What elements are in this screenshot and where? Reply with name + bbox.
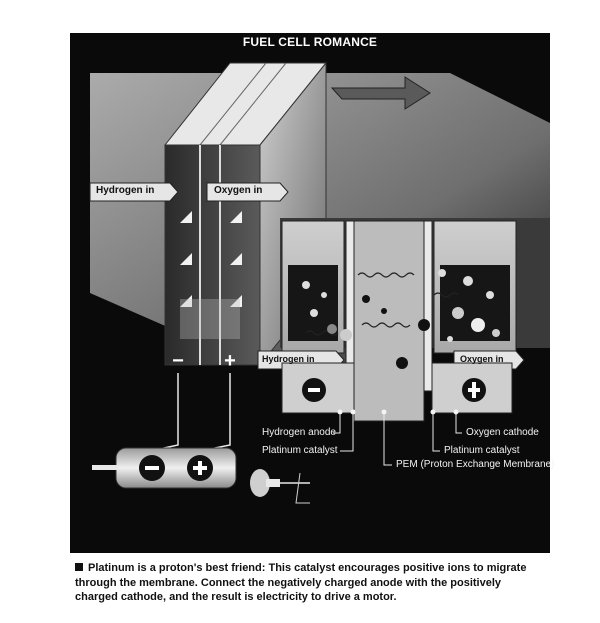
particles bbox=[302, 269, 500, 369]
fuel-cell-illustration: − + bbox=[89, 61, 550, 504]
stack-flow-marks bbox=[180, 211, 242, 307]
output-arrow bbox=[330, 76, 431, 110]
caption-text: Platinum is a proton's best friend: This… bbox=[75, 562, 527, 603]
ion-flow-lines bbox=[305, 272, 459, 336]
motor-icon bbox=[250, 469, 310, 504]
stack-plus-sign: + bbox=[224, 350, 236, 372]
oxygen-in-arrow bbox=[206, 182, 289, 202]
platinum-catalyst-left-label: Platinum catalyst bbox=[262, 445, 338, 456]
hydrogen-in-label: Hydrogen in bbox=[96, 185, 155, 196]
hydrogen-anode-label: Hydrogen anode bbox=[262, 427, 336, 438]
oxygen-in-label: Oxygen in bbox=[214, 185, 263, 196]
platinum-catalyst-right-label: Platinum catalyst bbox=[444, 445, 520, 456]
diagram-title: FUEL CELL ROMANCE bbox=[242, 35, 378, 49]
battery-pole-left bbox=[92, 465, 118, 470]
stack-minus-sign: − bbox=[172, 350, 184, 372]
battery-body bbox=[115, 447, 237, 489]
pem-label: PEM (Proton Exchange Membrane) bbox=[396, 459, 555, 470]
stack-front bbox=[164, 144, 261, 366]
pem-membrane bbox=[353, 220, 425, 422]
diagram-panel: − + FUEL CELL ROMANCE bbox=[70, 33, 550, 553]
oxygen-cathode-label: Oxygen cathode bbox=[466, 427, 539, 438]
hydrogen-in-arrow bbox=[89, 182, 179, 202]
caption: Platinum is a proton's best friend: This… bbox=[75, 561, 545, 605]
catalyst-right bbox=[423, 220, 433, 392]
caption-bullet-icon bbox=[75, 563, 83, 571]
leader-lines bbox=[333, 414, 462, 466]
hydrogen-in-cell-label: Hydrogen in bbox=[262, 354, 315, 364]
catalyst-dots bbox=[337, 409, 459, 415]
oxygen-in-cell-label: Oxygen in bbox=[460, 354, 504, 364]
